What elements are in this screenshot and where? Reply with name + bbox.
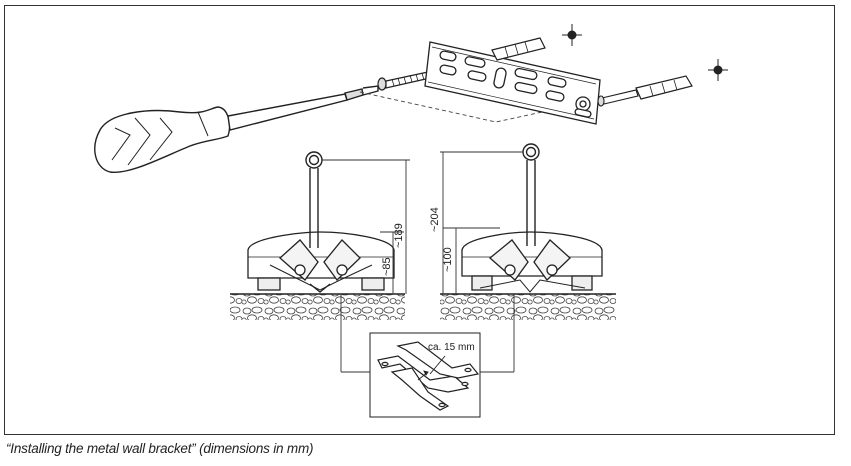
bracket-post-left xyxy=(305,151,323,248)
wall-bracket-plate xyxy=(424,41,601,125)
screwdriver-illustration xyxy=(94,85,379,173)
appliance-base-left xyxy=(247,231,395,293)
dimension-lines-right xyxy=(440,151,523,373)
wall-plug-lower xyxy=(635,75,693,100)
drill-mark-lower-icon xyxy=(708,59,728,81)
dim-right-lower: ~100 xyxy=(442,247,454,272)
screw-right xyxy=(597,89,639,107)
appliance-base-right xyxy=(461,231,603,293)
bracket-detail-box xyxy=(369,332,481,418)
floor-gravel-right xyxy=(440,293,616,320)
screw-illustration xyxy=(377,71,431,91)
dim-left-height: ~189 xyxy=(393,223,405,248)
detail-label: ca. 15 mm xyxy=(428,342,475,353)
floor-gravel-left xyxy=(230,293,405,320)
dimension-lines-left xyxy=(322,159,410,373)
drill-mark-upper-icon xyxy=(562,24,582,46)
bracket-post-right xyxy=(522,143,540,246)
wall-plug-upper xyxy=(491,37,546,61)
figure-caption: “Installing the metal wall bracket” (dim… xyxy=(6,441,314,456)
dim-right-height: ~204 xyxy=(429,207,441,232)
dim-left-lower: ~85 xyxy=(381,257,393,276)
installation-diagram: ~189 ~85 ~204 ~100 xyxy=(94,24,728,418)
